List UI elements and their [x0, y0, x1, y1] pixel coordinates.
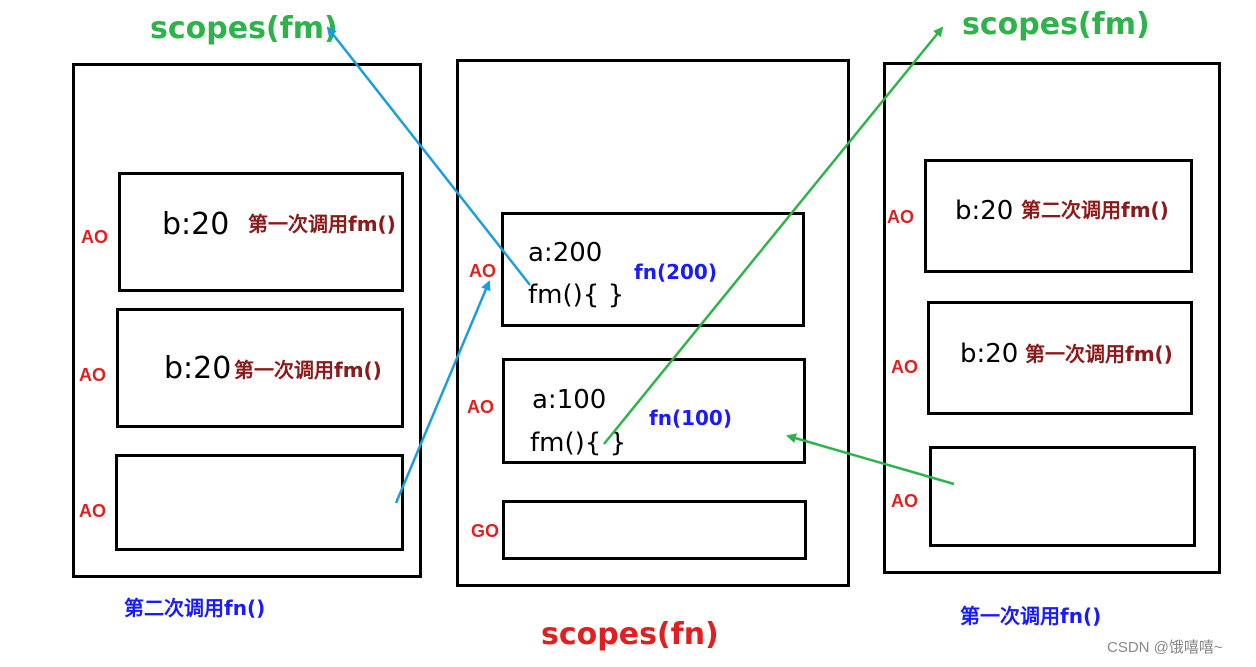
right-ao-label-2: AO: [891, 357, 918, 377]
right-caption: 第一次调用fn(): [960, 604, 1102, 628]
center-go-box: [502, 500, 807, 560]
center-fn-100-label: fn(100): [649, 406, 732, 430]
center-fm-func-mid: fm(){ }: [530, 428, 627, 458]
center-ao-box-top: [501, 212, 805, 327]
center-ao-label-mid: AO: [467, 397, 494, 417]
center-a-200: a:200: [528, 238, 603, 268]
center-scope-box: [456, 59, 850, 587]
left-note-1: 第一次调用fm(): [248, 212, 396, 236]
right-note-2: 第一次调用fm(): [1025, 342, 1173, 366]
right-ao-label-3: AO: [891, 491, 918, 511]
center-a-100: a:100: [532, 385, 607, 415]
center-ao-label-top: AO: [469, 261, 496, 281]
left-ao-label-3: AO: [79, 501, 106, 521]
left-ao-label-1: AO: [81, 227, 108, 247]
right-ao-box-3: [929, 446, 1196, 547]
left-b-value-2: b:20: [164, 351, 232, 386]
watermark: CSDN @饿嘻嘻~: [1107, 639, 1223, 656]
left-note-2: 第一次调用fm(): [234, 358, 382, 382]
center-fn-200-label: fn(200): [634, 260, 717, 284]
left-ao-box-1: [118, 172, 404, 292]
blue-arrow-left-ao-to-center: [394, 280, 491, 504]
center-ao-box-mid: [502, 358, 806, 464]
left-ao-box-2: [116, 308, 404, 428]
left-ao-box-3: [115, 454, 404, 551]
left-b-value-1: b:20: [162, 207, 230, 242]
left-ao-label-2: AO: [79, 365, 106, 385]
green-arrow-to-right-scopes: [603, 26, 944, 445]
right-scopes-fm-heading: scopes(fm): [962, 7, 1150, 42]
right-note-1: 第二次调用fm(): [1021, 198, 1169, 222]
right-ao-box-1: [924, 159, 1193, 273]
right-b-value-1: b:20: [955, 196, 1014, 226]
green-arrow-right-ao-to-center: [786, 433, 955, 486]
left-scopes-fm-heading: scopes(fm): [150, 11, 338, 46]
center-fm-func-top: fm(){ }: [528, 280, 625, 310]
right-b-value-2: b:20: [960, 339, 1019, 369]
right-ao-box-2: [927, 301, 1193, 415]
right-scope-box: [883, 62, 1221, 574]
center-caption: scopes(fn): [541, 617, 719, 652]
left-scope-box: [72, 63, 422, 578]
left-caption: 第二次调用fn(): [124, 596, 266, 620]
blue-arrow-to-left-scopes: [326, 26, 531, 286]
right-ao-label-1: AO: [887, 207, 914, 227]
center-go-label: GO: [471, 521, 500, 541]
